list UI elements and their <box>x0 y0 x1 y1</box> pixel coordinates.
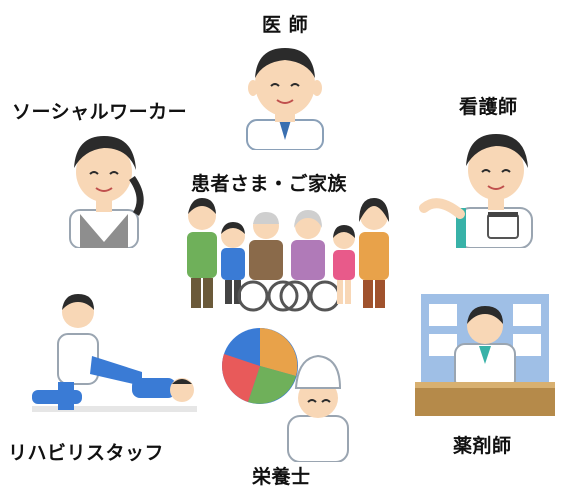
patient-family-label: 患者さま・ご家族 <box>191 173 348 195</box>
doctor-label: 医 師 <box>262 14 309 36</box>
dietitian-label: 栄養士 <box>252 466 311 488</box>
social-worker-illustration <box>69 136 144 248</box>
nurse-illustration <box>419 134 533 248</box>
rehab-illustration <box>32 294 197 412</box>
nurse-label: 看護師 <box>459 96 518 118</box>
social-worker-label: ソーシャルワーカー <box>12 101 188 123</box>
pharmacist-illustration <box>415 294 555 416</box>
family-group-illustration <box>187 198 389 312</box>
doctor-illustration <box>246 48 324 150</box>
dietitian-illustration <box>222 328 349 462</box>
rehab-staff-label: リハビリスタッフ <box>8 442 165 464</box>
pharmacist-label: 薬剤師 <box>453 435 512 457</box>
